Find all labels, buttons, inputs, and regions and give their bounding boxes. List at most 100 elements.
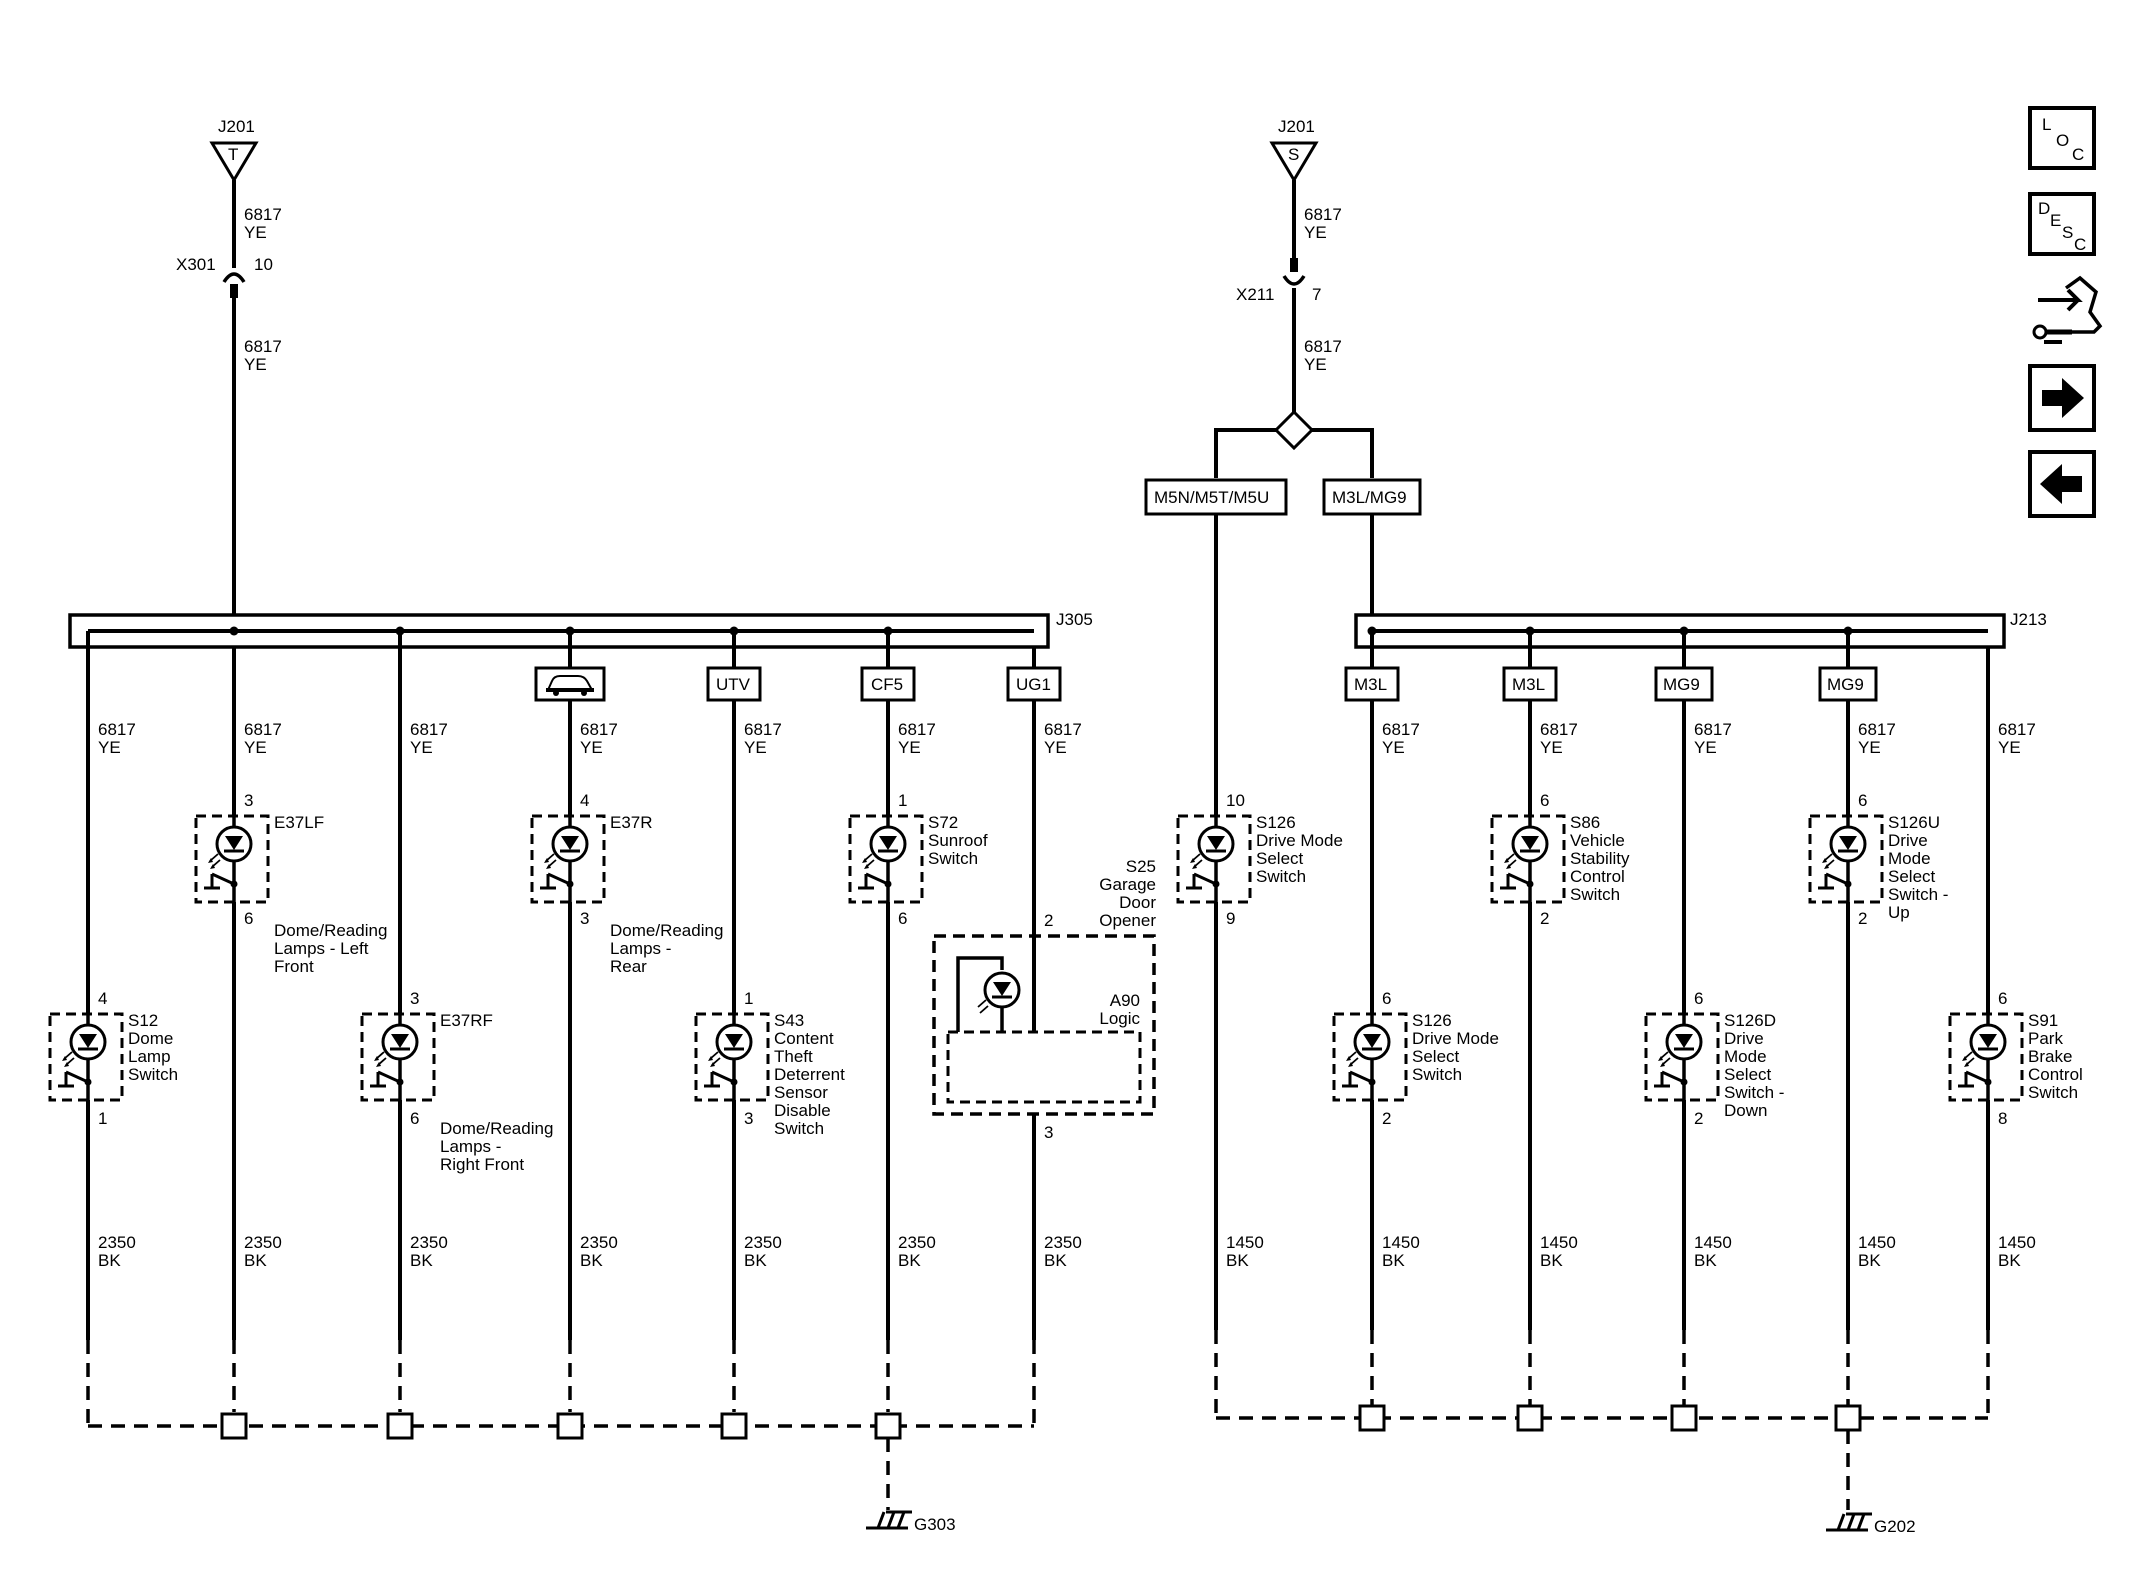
svg-text:YE: YE [744,738,767,757]
x301-label: X301 [176,255,216,274]
s126d-drive-mode-down-switch: 6 2 S126D Drive Mode Select Switch - Dow… [1644,989,1784,1128]
svg-text:E37LF: E37LF [274,813,324,832]
svg-text:BK: BK [1858,1251,1881,1270]
svg-text:6817: 6817 [1858,720,1896,739]
svg-text:Stability: Stability [1570,849,1630,868]
svg-text:Switch -: Switch - [1888,885,1948,904]
svg-text:6817: 6817 [1304,205,1342,224]
svg-text:Lamps -: Lamps - [440,1137,501,1156]
svg-text:E37R: E37R [610,813,653,832]
option-m5n-label: M5N/M5T/M5U [1154,488,1269,507]
svg-text:6817: 6817 [580,720,618,739]
svg-text:BK: BK [1226,1251,1249,1270]
s86-stability-control-switch: 6 2 S86 Vehicle Stability Control Switch [1490,791,1630,928]
j305-label: J305 [1056,610,1093,629]
svg-text:Control: Control [2028,1065,2083,1084]
svg-text:6817: 6817 [1304,337,1342,356]
e37r-lamp-switch: 4 3 E37R Dome/Reading Lamps - Rear [530,791,723,976]
s126u-drive-mode-up-switch: 6 2 S126U Drive Mode Select Switch - Up [1808,791,1948,928]
svg-text:YE: YE [1694,738,1717,757]
svg-text:1: 1 [744,989,753,1008]
svg-text:Switch: Switch [128,1065,178,1084]
svg-text:Disable: Disable [774,1101,831,1120]
svg-text:2350: 2350 [744,1233,782,1252]
svg-text:Mode: Mode [1724,1047,1767,1066]
svg-text:S91: S91 [2028,1011,2058,1030]
svg-text:BK: BK [1044,1251,1067,1270]
svg-text:MG9: MG9 [1827,675,1864,694]
svg-text:Select: Select [1256,849,1304,868]
svg-text:YE: YE [410,738,433,757]
svg-text:6: 6 [1858,791,1867,810]
desc-button[interactable]: D E S C [2028,192,2096,256]
svg-text:BK: BK [1694,1251,1717,1270]
svg-text:6: 6 [898,909,907,928]
svg-text:C: C [2074,235,2086,254]
svg-text:S126: S126 [1412,1011,1452,1030]
svg-text:6817: 6817 [244,337,282,356]
arrow-right-icon[interactable] [2028,364,2096,432]
svg-text:1450: 1450 [1226,1233,1264,1252]
svg-text:6817: 6817 [898,720,936,739]
svg-text:BK: BK [410,1251,433,1270]
svg-text:S72: S72 [928,813,958,832]
svg-text:M3L: M3L [1512,675,1545,694]
s91-park-brake-switch: 6 8 S91 Park Brake Control Switch [1948,989,2083,1128]
s72-sunroof-switch: 1 6 S72 Sunroof Switch [848,791,988,928]
svg-text:Right Front: Right Front [440,1155,524,1174]
option-branch-diamond [1273,409,1315,451]
svg-text:BK: BK [744,1251,767,1270]
svg-text:YE: YE [1540,738,1563,757]
svg-text:Down: Down [1724,1101,1767,1120]
svg-text:6817: 6817 [1694,720,1732,739]
svg-text:YE: YE [580,738,603,757]
svg-text:6: 6 [410,1109,419,1128]
svg-text:Brake: Brake [2028,1047,2072,1066]
svg-text:3: 3 [744,1109,753,1128]
option-utv-label: UTV [716,675,751,694]
svg-text:Drive Mode: Drive Mode [1412,1029,1499,1048]
svg-text:2: 2 [1694,1109,1703,1128]
svg-text:YE: YE [244,738,267,757]
s25-garage-door-opener: 2 3 S25 Garage Door Opener A90 Logic [932,857,1156,1340]
svg-text:6: 6 [1382,989,1391,1008]
svg-text:6817: 6817 [244,205,282,224]
g202-label: G202 [1874,1517,1916,1536]
loc-button[interactable]: L O C [2028,106,2096,170]
svg-text:YE: YE [1858,738,1881,757]
left-ground-bus: G303 [86,1340,1036,1534]
svg-text:MG9: MG9 [1663,675,1700,694]
svg-text:4: 4 [580,791,589,810]
svg-text:Switch: Switch [774,1119,824,1138]
svg-text:3: 3 [580,909,589,928]
svg-text:2: 2 [1540,909,1549,928]
svg-text:4: 4 [98,989,107,1008]
option-sunroof-box [534,666,606,702]
j201-right-label: J201 [1278,117,1315,136]
svg-text:Drive: Drive [1724,1029,1764,1048]
svg-text:YE: YE [1998,738,2021,757]
right-ground-bus: G202 [1214,1330,1990,1536]
svg-text:Deterrent: Deterrent [774,1065,845,1084]
right-circuit: J201 S 6817 YE X211 7 6817 YE M5N/M5T/M5… [1144,117,2083,1536]
svg-text:6817: 6817 [1540,720,1578,739]
nav-panel: L O C D E S C [2028,106,2103,518]
svg-text:Garage: Garage [1099,875,1156,894]
svg-text:6817: 6817 [410,720,448,739]
svg-text:YE: YE [898,738,921,757]
option-mg9-box-2 [1818,666,1878,702]
svg-text:6817: 6817 [98,720,136,739]
svg-text:S126: S126 [1256,813,1296,832]
svg-text:Control: Control [1570,867,1625,886]
svg-text:Dome/Reading: Dome/Reading [274,921,387,940]
arrow-left-icon[interactable] [2028,450,2096,518]
svg-text:6817: 6817 [1044,720,1082,739]
svg-text:2350: 2350 [580,1233,618,1252]
g303-label: G303 [914,1515,956,1534]
connector-tool-icon[interactable] [2032,275,2103,344]
svg-text:Up: Up [1888,903,1910,922]
svg-text:S12: S12 [128,1011,158,1030]
x301-pin: 10 [254,255,273,274]
svg-text:Sensor: Sensor [774,1083,828,1102]
